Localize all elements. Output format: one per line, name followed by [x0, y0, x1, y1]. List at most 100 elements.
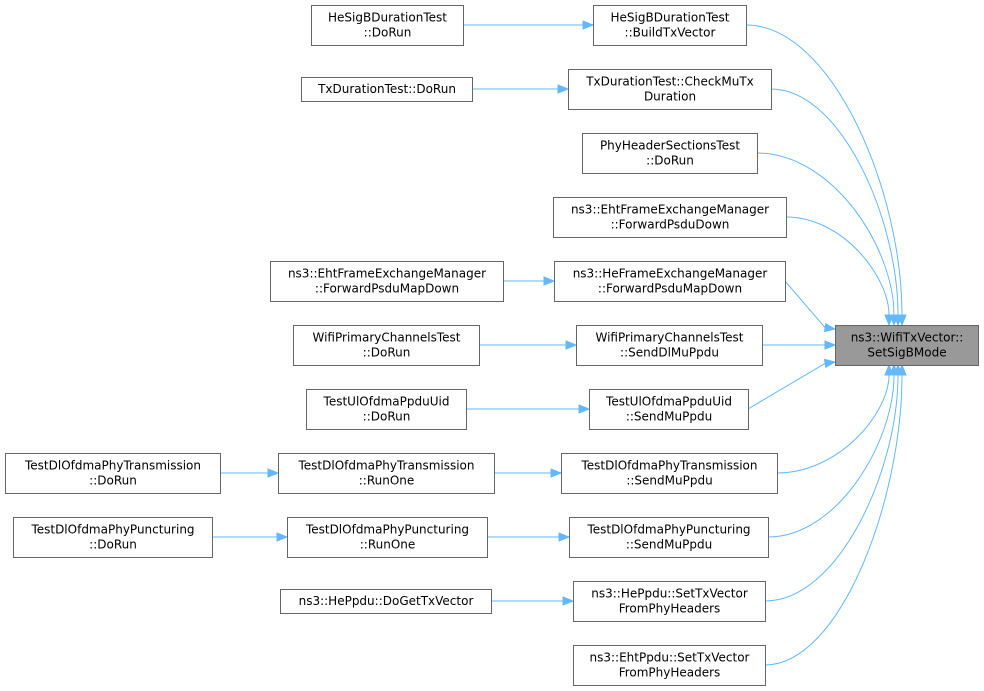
node-eht_fwd_psdu[interactable]: ns3::EhtFrameExchangeManager::ForwardPsd… — [553, 197, 787, 238]
node-label-line: ns3::WifiTxVector:: — [851, 331, 964, 345]
node-box — [287, 517, 488, 558]
node-box — [278, 453, 495, 494]
edge-ul_sendmu-to-target — [747, 358, 837, 410]
node-label-line: WifiPrimaryChannelsTest — [312, 331, 460, 345]
node-box — [293, 325, 480, 366]
node-phyhdr_dorun[interactable]: PhyHeaderSectionsTest::DoRun — [582, 133, 758, 174]
node-label-line: ::ForwardPsduMapDown — [598, 282, 742, 296]
node-label-line: TxDurationTest::DoRun — [317, 82, 456, 96]
edge-dltx_dorun-to-dltx_runone — [220, 468, 280, 478]
edge-dlpunc_dorun-to-dlpunc_runone — [212, 532, 289, 542]
edge-arrowhead — [565, 340, 578, 350]
edge-arrowhead — [550, 468, 563, 478]
node-box — [569, 517, 769, 558]
node-label-line: ::SendDlMuPpdu — [620, 346, 719, 360]
node-label-line: ::SendMuPpdu — [626, 410, 712, 424]
node-label-line: HeSigBDurationTest — [328, 11, 447, 25]
node-label-line: ::SendMuPpdu — [626, 538, 712, 552]
node-ul_dorun[interactable]: TestUlOfdmaPpduUid::DoRun — [306, 389, 467, 430]
node-label-line: ns3::EhtFrameExchangeManager — [288, 267, 486, 281]
node-label-line: HeSigBDurationTest — [611, 11, 730, 25]
node-box — [576, 325, 763, 366]
edge-heppdu_doget-to-heppdu_set — [491, 596, 575, 606]
node-label-line: TestDlOfdmaPhyTransmission — [581, 459, 758, 473]
edge-dlpunc_runone-to-dlpunc_sendmu — [487, 532, 571, 542]
edge-wpc_dorun-to-wpc_senddl — [479, 340, 578, 350]
node-label-line: ns3::HePpdu::SetTxVector — [591, 587, 748, 601]
node-label-line: ::RunOne — [359, 474, 415, 488]
node-box — [568, 69, 772, 110]
node-wpc_dorun[interactable]: WifiPrimaryChannelsTest::DoRun — [293, 325, 480, 366]
edge-line — [745, 24, 903, 316]
edge-arrowhead — [824, 340, 837, 350]
edge-eht_fwd_map-to-he_fwd_map — [503, 276, 556, 286]
edge-arrowhead — [557, 84, 570, 94]
node-box — [553, 197, 787, 238]
nodes-layer: ns3::WifiTxVector::SetSigBMode HeSigBDura… — [5, 5, 979, 686]
node-box — [573, 645, 766, 686]
node-eht_fwd_map[interactable]: ns3::EhtFrameExchangeManager::ForwardPsd… — [270, 261, 504, 302]
node-box — [554, 261, 786, 302]
node-label-line: ::BuildTxVector — [625, 26, 716, 40]
edge-arrowhead — [823, 358, 837, 369]
node-label-line: TestUlOfdmaPpduUid — [323, 395, 450, 409]
node-label-line: TestDlOfdmaPhyPuncturing — [586, 523, 750, 537]
node-label-line: TestDlOfdmaPhyTransmission — [298, 459, 475, 473]
node-box — [573, 581, 766, 622]
node-label-line: PhyHeaderSectionsTest — [600, 139, 740, 153]
edge-arrowhead — [897, 363, 907, 376]
node-hesigb_build[interactable]: HeSigBDurationTest::BuildTxVector — [593, 5, 747, 46]
node-label-line: ns3::HePpdu::DoGetTxVector — [299, 594, 474, 608]
node-box — [835, 325, 979, 366]
edge-dltx_runone-to-dltx_sendmu — [494, 468, 563, 478]
edge-eht_fwd_psdu-to-target — [785, 216, 894, 327]
node-box — [593, 5, 747, 46]
node-wpc_senddl[interactable]: WifiPrimaryChannelsTest::SendDlMuPpdu — [576, 325, 763, 366]
node-txdur_dorun[interactable]: TxDurationTest::DoRun — [301, 77, 473, 102]
node-dltx_runone[interactable]: TestDlOfdmaPhyTransmission::RunOne — [278, 453, 495, 494]
node-ul_sendmu[interactable]: TestUlOfdmaPpduUid::SendMuPpdu — [589, 389, 749, 430]
node-heppdu_doget[interactable]: ns3::HePpdu::DoGetTxVector — [280, 589, 492, 614]
node-box — [270, 261, 504, 302]
edge-line — [764, 374, 903, 666]
node-label-line: FromPhyHeaders — [619, 666, 721, 680]
node-label-line: ns3::EhtFrameExchangeManager — [571, 203, 769, 217]
node-dltx_dorun[interactable]: TestDlOfdmaPhyTransmission::DoRun — [5, 453, 221, 494]
edge-arrowhead — [884, 314, 894, 327]
node-dlpunc_dorun[interactable]: TestDlOfdmaPhyPuncturing::DoRun — [13, 517, 213, 558]
node-label-line: FromPhyHeaders — [619, 602, 721, 616]
edge-ehtppdu_set-to-target — [764, 363, 907, 666]
node-label-line: SetSigBMode — [867, 346, 946, 360]
node-dlpunc_runone[interactable]: TestDlOfdmaPhyPuncturing::RunOne — [287, 517, 488, 558]
node-label-line: ::DoRun — [363, 410, 411, 424]
node-box — [589, 389, 749, 430]
edge-line — [770, 88, 899, 316]
node-label-line: ::DoRun — [363, 346, 411, 360]
node-label-line: WifiPrimaryChannelsTest — [595, 331, 743, 345]
edge-arrowhead — [578, 404, 591, 414]
edge-line — [756, 152, 895, 316]
node-dltx_sendmu[interactable]: TestDlOfdmaPhyTransmission::SendMuPpdu — [561, 453, 778, 494]
node-box — [311, 5, 464, 46]
node-label-line: ns3::EhtPpdu::SetTxVector — [589, 651, 749, 665]
node-label-line: TestDlOfdmaPhyPuncturing — [30, 523, 194, 537]
node-label-line: TestUlOfdmaPpduUid — [605, 395, 732, 409]
node-label-line: Duration — [644, 90, 696, 104]
node-dlpunc_sendmu[interactable]: TestDlOfdmaPhyPuncturing::SendMuPpdu — [569, 517, 769, 558]
node-box — [582, 133, 758, 174]
node-label-line: TxDurationTest::CheckMuTx — [585, 75, 754, 89]
edge-line — [785, 216, 890, 316]
node-hesigb_dorun[interactable]: HeSigBDurationTest::DoRun — [311, 5, 464, 46]
node-box — [280, 589, 492, 614]
node-label-line: ::RunOne — [360, 538, 416, 552]
node-box — [561, 453, 778, 494]
edge-hesigb_dorun-to-hesigb_build — [463, 20, 595, 30]
node-box — [306, 389, 467, 430]
edge-arrowhead — [582, 20, 595, 30]
node-he_fwd_map[interactable]: ns3::HeFrameExchangeManager::ForwardPsdu… — [554, 261, 786, 302]
node-target[interactable]: ns3::WifiTxVector::SetSigBMode — [835, 325, 979, 366]
node-label-line: ::DoRun — [364, 26, 412, 40]
